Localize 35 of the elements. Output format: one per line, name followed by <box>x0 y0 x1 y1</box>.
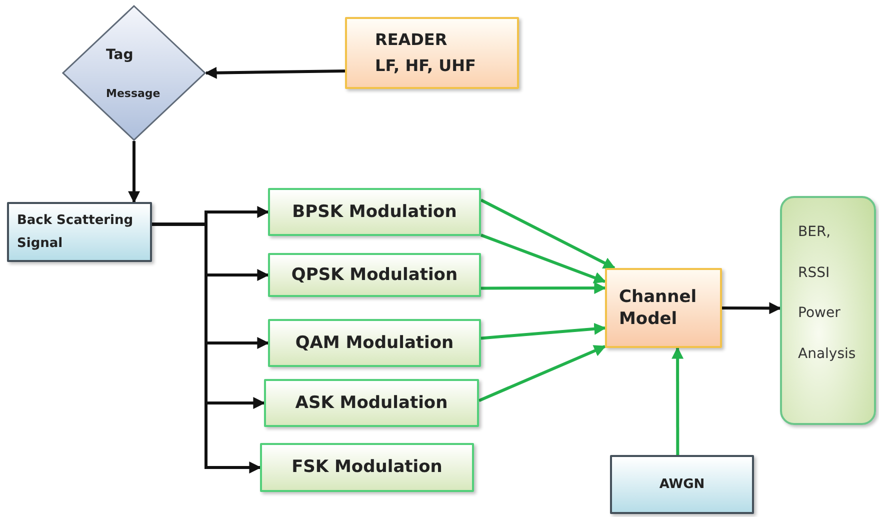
node-text: LF, HF, UHF <box>375 55 476 77</box>
modulation-box <box>264 379 479 427</box>
node-text: AWGN <box>659 476 705 494</box>
arrow <box>478 345 606 402</box>
arrow <box>672 346 684 455</box>
node-text: Power Analysis <box>798 304 857 364</box>
arrow <box>722 302 782 314</box>
arrow <box>480 198 616 270</box>
modulation-box <box>268 319 481 367</box>
reader-box <box>345 17 519 89</box>
node-text: QAM Modulation <box>295 332 454 354</box>
modulation-box <box>260 443 474 492</box>
results-box <box>780 196 876 425</box>
modulation-box <box>268 253 481 297</box>
arrow <box>480 322 606 340</box>
process-box <box>610 455 754 514</box>
arrow <box>128 141 140 204</box>
node-text: Back Scattering Signal <box>17 212 134 253</box>
arrow <box>152 222 262 474</box>
channel-model-box <box>605 268 722 348</box>
arrow <box>204 66 346 79</box>
process-box <box>7 202 152 262</box>
node-text: BPSK Modulation <box>292 202 457 222</box>
node-text: QPSK Modulation <box>291 264 458 286</box>
node-text: RSSI <box>798 264 830 283</box>
node-text: READER <box>375 29 448 52</box>
node-text: BER, <box>798 223 831 242</box>
modulation-box <box>268 188 481 236</box>
node-text: FSK Modulation <box>292 457 442 478</box>
node-title: Tag <box>106 47 134 63</box>
node-text: Message <box>106 87 160 100</box>
arrow <box>480 234 606 284</box>
node-text: Channel Model <box>619 286 698 330</box>
arrow <box>481 282 606 294</box>
node-text: ASK Modulation <box>295 392 448 414</box>
